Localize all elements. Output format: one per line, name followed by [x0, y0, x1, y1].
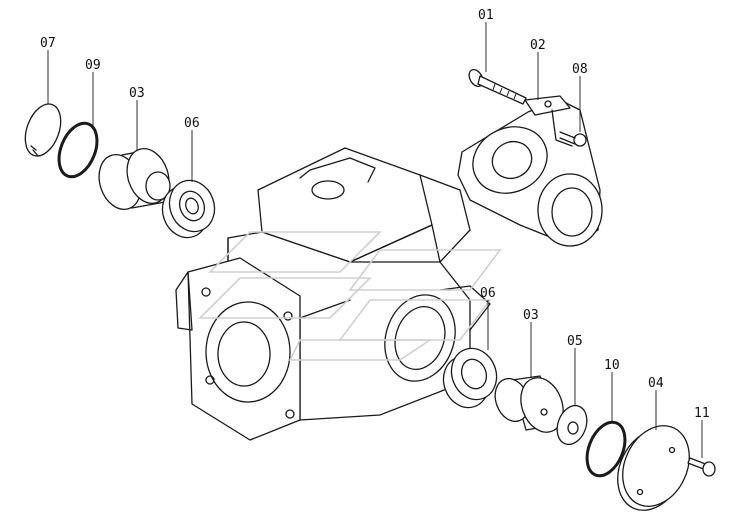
bearing-06-lower — [442, 347, 498, 409]
label-10: 10 — [604, 358, 620, 373]
label-03-lower: 03 — [523, 308, 539, 323]
label-02: 02 — [530, 38, 546, 53]
lever-arm-02 — [457, 95, 603, 247]
bolt-01 — [468, 68, 527, 105]
bushing-03-lower — [494, 375, 564, 433]
label-01: 01 — [478, 8, 494, 23]
leader-lines — [47, 22, 703, 458]
label-09: 09 — [85, 58, 101, 73]
washer-05 — [556, 404, 588, 446]
cover-plate-04 — [617, 425, 690, 511]
label-11: 11 — [694, 406, 710, 421]
label-06-lower: 06 — [480, 286, 496, 301]
label-05: 05 — [567, 334, 583, 349]
label-06-upper: 06 — [184, 116, 200, 131]
o-ring-10 — [585, 420, 627, 478]
watermark-logo — [198, 231, 502, 361]
bushing-03-upper — [98, 148, 171, 210]
label-04: 04 — [648, 376, 664, 391]
part-labels: 07 09 03 06 01 02 08 06 03 05 10 04 11 — [40, 8, 710, 421]
screw-11 — [687, 457, 716, 477]
label-03-upper: 03 — [129, 86, 145, 101]
pump-housing — [175, 147, 491, 441]
snap-ring-07 — [24, 103, 62, 157]
bearing-06-upper — [161, 179, 216, 239]
label-08: 08 — [572, 62, 588, 77]
screw-08 — [559, 131, 587, 147]
label-07: 07 — [40, 36, 56, 51]
o-ring-09 — [57, 121, 99, 179]
